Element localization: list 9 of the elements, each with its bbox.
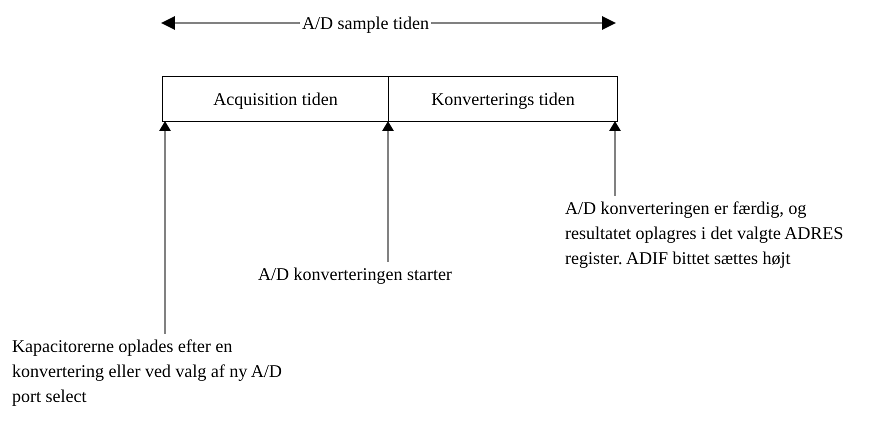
dimension-label: A/D sample tiden [302, 12, 429, 35]
leader-arrow [382, 121, 394, 262]
phase-box: Acquisition tiden [162, 76, 389, 122]
leader-arrow [609, 121, 621, 196]
phase-box: Konverterings tiden [388, 76, 618, 122]
leader-arrow [159, 121, 171, 334]
note-text: A/D konverteringen er færdig, og resultatet oplagres i det valgte ADRES register. ADIF bittet sættes højt [565, 196, 855, 271]
note-text: Kapacitorerne oplades efter en konvertering eller ved valg af ny A/D port select [12, 334, 282, 409]
note-text: A/D konverteringen starter [258, 262, 518, 287]
